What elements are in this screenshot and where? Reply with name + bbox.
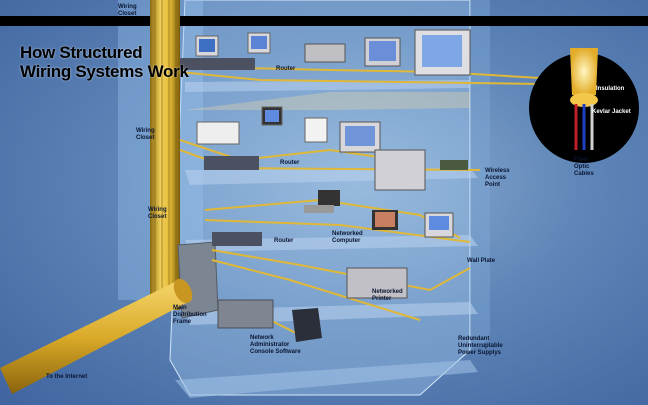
label-to-the-internet: To the Internet	[46, 374, 88, 380]
header-bar	[0, 16, 648, 26]
top-floor-devices	[180, 29, 471, 76]
page-title: How Structured Wiring Systems Work	[20, 43, 189, 81]
fourth-floor-devices	[217, 267, 408, 342]
label-router-3: Router	[274, 238, 294, 244]
label-router-1: Router	[276, 66, 296, 72]
title-line-1: How Structured	[20, 43, 143, 62]
third-floor-devices	[212, 190, 454, 246]
label-wall-plate: Wall Plate	[467, 258, 496, 264]
label-redundant-ups: Redundant Uninterruptable Power Supplys	[458, 336, 503, 356]
label-wireless-access-point: Wireless Access Point	[485, 168, 510, 188]
label-networked-printer: Networked Printer	[372, 289, 403, 302]
label-wiring-closet-low: Wiring Closet	[148, 207, 167, 220]
label-main-distribution-frame: Main Distribution Frame	[173, 305, 207, 325]
label-network-admin-console: Network Administrator Console Software	[250, 335, 301, 355]
second-floor-devices	[196, 106, 468, 191]
label-wiring-closet-mid: Wiring Closet	[136, 128, 155, 141]
title-line-2: Wiring Systems Work	[20, 62, 189, 81]
label-fiber-optic-cables: Fiber Optic Cables	[574, 157, 594, 177]
vertical-cable-riser	[150, 0, 180, 310]
label-wiring-closet-top: Wiring Closet	[118, 4, 137, 17]
label-insulation: Insulation	[596, 86, 625, 92]
label-router-2: Router	[280, 160, 300, 166]
fiber-optic-inset	[529, 48, 639, 163]
label-kevlar-jacket: Kevlar Jacket	[592, 109, 631, 115]
internet-conduit	[0, 278, 193, 394]
label-networked-computer: Networked Computer	[332, 231, 363, 244]
